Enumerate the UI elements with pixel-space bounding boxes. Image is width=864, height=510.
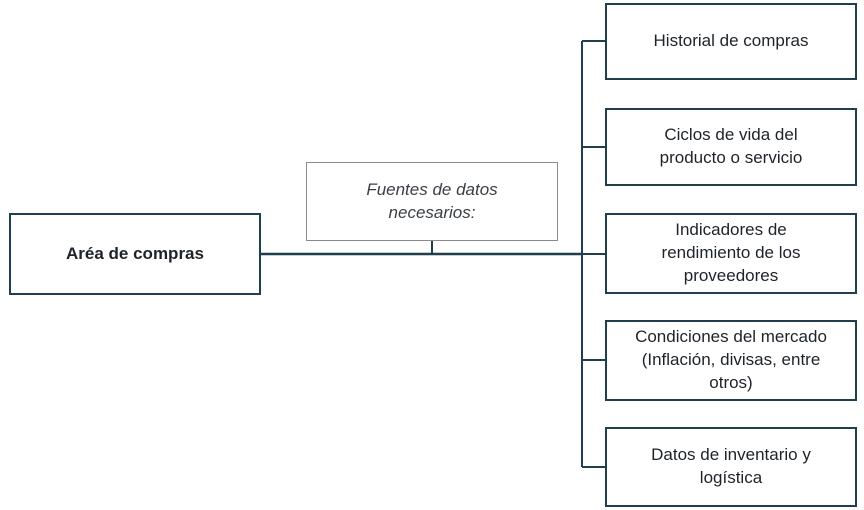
leaf-node-label: Indicadores de rendimiento de los provee… [661, 220, 801, 285]
root-node-label: Aréa de compras [66, 243, 204, 263]
leaf-node-life-cycles: Ciclos de vida del producto o servicio [605, 108, 857, 186]
leaf-node-market-conditions: Condiciones del mercado (Inflación, divi… [605, 320, 857, 401]
leaf-node-purchase-history: Historial de compras [605, 3, 857, 80]
leaf-node-label: Historial de compras [653, 31, 809, 51]
leaf-node-label: Ciclos de vida del producto o servicio [659, 125, 803, 167]
root-node: Aréa de compras [9, 213, 261, 295]
leaf-node-label: Condiciones del mercado (Inflación, divi… [635, 327, 827, 392]
connector-label-box: Fuentes de datos necesarios: [306, 162, 558, 241]
leaf-node-supplier-kpis: Indicadores de rendimiento de los provee… [605, 213, 857, 294]
leaf-node-label: Datos de inventario y logística [651, 445, 811, 487]
leaf-node-inventory-logistics: Datos de inventario y logística [605, 427, 857, 507]
connector-label-text: Fuentes de datos necesarios: [366, 179, 498, 222]
